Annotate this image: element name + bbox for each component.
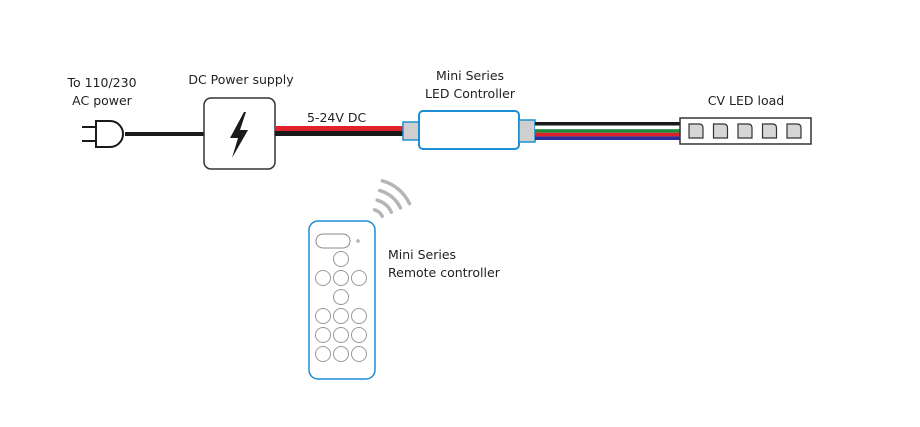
signal-arc: [380, 179, 412, 206]
led-chip: [688, 123, 704, 139]
led-load-label: CV LED load: [707, 93, 785, 108]
controller-label-line2: LED Controller: [425, 86, 515, 101]
ac-power-label: To 110/230 AC power: [62, 74, 142, 110]
signal-arc: [377, 188, 403, 210]
remote-button: [351, 346, 367, 362]
remote-button: [333, 251, 349, 267]
remote-button: [351, 270, 367, 286]
remote-button: [315, 346, 331, 362]
remote-button: [333, 270, 349, 286]
signal-arc: [375, 198, 394, 214]
ac-power-label-line1: To 110/230: [67, 75, 137, 90]
remote-indicator-led: [356, 239, 360, 243]
led-chip: [786, 123, 802, 139]
remote-label: Mini Series Remote controller: [388, 246, 500, 282]
wireless-signal-icon: [372, 179, 412, 219]
controller-label-line1: Mini Series: [435, 68, 505, 83]
led-chip: [712, 123, 729, 139]
rgb-cable: [535, 122, 680, 140]
rgb-wire: [535, 125, 680, 130]
led-controller: [402, 110, 536, 150]
dc-power-supply: [203, 97, 276, 170]
voltage-label: 5-24V DC: [307, 110, 367, 125]
led-chip: [737, 123, 753, 139]
controller-label: Mini Series LED Controller: [408, 67, 532, 103]
remote-button: [333, 289, 349, 305]
power-supply-label: DC Power supply: [188, 72, 294, 87]
remote-button: [315, 270, 331, 286]
led-chip: [761, 123, 778, 139]
dc-cable: [275, 126, 403, 136]
remote-label-line2: Remote controller: [388, 265, 500, 280]
remote-button: [315, 308, 331, 324]
remote-controller: [308, 220, 376, 380]
remote-power-button: [315, 233, 351, 249]
cv-led-strip: [679, 117, 812, 145]
signal-arc: [372, 208, 385, 219]
remote-button: [351, 327, 367, 343]
remote-button: [333, 308, 349, 324]
remote-button: [315, 327, 331, 343]
remote-button: [333, 346, 349, 362]
ac-plug-icon: [82, 120, 124, 148]
remote-button: [351, 308, 367, 324]
remote-label-line1: Mini Series: [388, 247, 457, 262]
ac-power-label-line2: AC power: [72, 93, 132, 108]
rgb-wire: [535, 122, 680, 126]
remote-button: [333, 327, 349, 343]
rgb-wire: [535, 136, 680, 140]
lightning-bolt-icon: [230, 112, 248, 158]
rgb-wire: [535, 129, 680, 133]
rgb-wire: [535, 132, 680, 137]
